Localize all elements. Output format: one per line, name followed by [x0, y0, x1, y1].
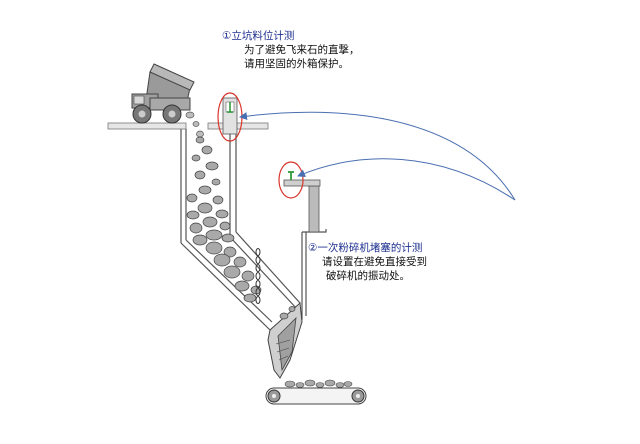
falling-rocks	[185, 111, 204, 138]
arrow-to-blockage-sensor	[297, 158, 516, 201]
annotation-title: ①立坑料位计测	[222, 30, 295, 42]
annotation-crusher-blockage: ②一次粉碎机堵塞的计测 请设置在避免直接受到 破碎机的振动处。	[308, 241, 427, 283]
annotation-line: 为了避免飞来石的直撃，	[244, 44, 360, 56]
blockage-highlight-ring	[278, 161, 304, 199]
level-sensor-icon	[222, 97, 238, 135]
crusher-icon	[267, 301, 303, 379]
blockage-sensor-icon	[288, 171, 294, 180]
arrow-to-silo-sensor	[239, 111, 516, 201]
conveyor-icon	[265, 379, 367, 405]
annotation-line: 请设置在避免直接受到	[322, 256, 427, 268]
ground-surface	[107, 122, 269, 130]
vertical-shaft	[180, 129, 301, 331]
dump-truck-icon	[131, 63, 195, 124]
chain-icon	[255, 248, 261, 304]
rock-pile-icon	[186, 136, 262, 303]
annotation-line: 请用坚固的外箱保护。	[244, 58, 349, 70]
annotation-silo-level: ①立坑料位计测 为了避免飞来石的直撃， 请用坚固的外箱保护。	[222, 29, 360, 71]
annotation-line: 破碎机的振动处。	[326, 270, 410, 282]
sensor-post	[283, 179, 321, 233]
annotation-title: ②一次粉碎机堵塞的计测	[308, 242, 423, 254]
